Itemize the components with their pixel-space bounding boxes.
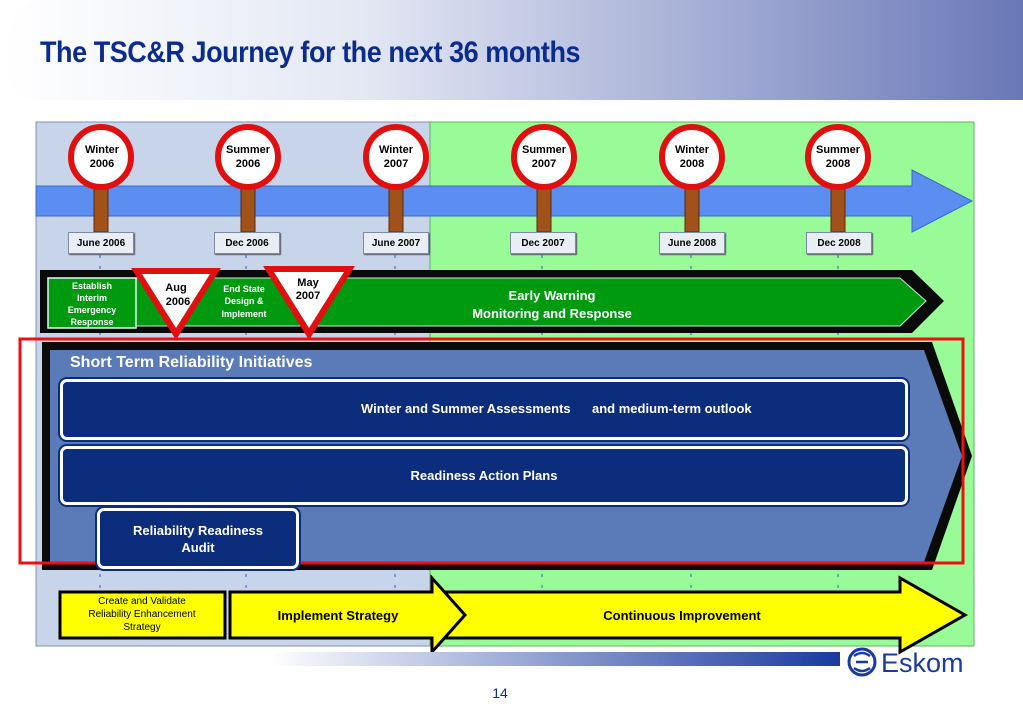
milestone-season: Summer [522,144,567,156]
milestone-winter-2008: Winter 2008 [659,124,725,233]
assessments-label: Winter and Summer Assessments [361,401,571,416]
create-strategy-box [58,590,227,640]
highlight-frame [18,337,965,565]
date-box: Dec 2006 [214,232,280,254]
end-state-line: End State [223,284,265,294]
date-box: June 2008 [659,232,725,254]
establish-line: Emergency [68,305,117,315]
establish-box [47,277,137,329]
end-state-line: Implement [221,309,266,319]
create-line: Strategy [123,622,160,633]
milestone-summer-2007: Summer 2007 [511,124,577,233]
header-band [4,0,1023,100]
milestone-season: Summer [816,144,861,156]
timeline-arrow [35,169,974,233]
page-number: 14 [492,685,508,701]
date-box: June 2006 [68,232,134,254]
audit-line: Reliability Readiness [132,522,264,538]
audit-pill: Reliability Readiness Audit [97,508,299,569]
milestone-season: Winter [675,144,710,156]
milestone-year: 2006 [236,158,260,170]
milestone-summer-2006: Summer 2006 [215,124,281,233]
create-line: Reliability Enhancement [88,609,196,620]
assessments-pill: Winter and Summer Assessments and medium… [60,379,908,440]
end-state-line: Design & [224,296,264,306]
yield-sign-may-2007: May 2007 [263,266,355,340]
audit-line: Audit [181,539,215,555]
establish-line: Establish [72,281,112,291]
eskom-logo: Eskom [847,647,964,678]
milestone-year: 2007 [532,158,556,170]
date-box: Dec 2007 [510,232,576,254]
continuous-improvement-arrow [430,575,969,655]
yield-month: Aug [165,282,186,294]
milestone-season: Winter [85,144,120,156]
outlook-label: and medium-term outlook [592,401,752,416]
continuous-improvement-label: Continuous Improvement [603,608,761,623]
yield-year: 2006 [166,296,190,308]
milestone-season: Summer [226,144,271,156]
timeline-guides [99,255,839,640]
early-warning-subtitle: Monitoring and Response [472,306,632,321]
footer-bar [270,652,840,666]
milestone-winter-2007: Winter 2007 [363,124,429,233]
milestone-year: 2006 [90,158,114,170]
implement-strategy-arrow [228,574,468,656]
readiness-pill: Readiness Action Plans [60,446,908,505]
yield-sign-aug-2006: Aug 2006 [131,268,221,340]
readiness-label: Readiness Action Plans [410,468,558,483]
create-line: Create and Validate [98,596,186,607]
milestone-winter-2006: Winter 2006 [68,124,134,233]
implement-strategy-label: Implement Strategy [278,608,399,623]
yield-month: May [297,277,319,289]
establish-line: Interim [77,293,107,303]
short-term-heading: Short Term Reliability Initiatives [70,354,313,371]
milestone-season: Winter [379,144,414,156]
milestone-year: 2008 [826,158,850,170]
milestone-year: 2008 [680,158,704,170]
date-box: Dec 2008 [806,232,872,254]
page-title: The TSC&R Journey for the next 36 months [40,36,581,69]
yield-year: 2007 [296,290,320,302]
date-box: June 2007 [363,232,429,254]
logo-text: Eskom [881,648,964,678]
early-warning-title: Early Warning [509,288,596,303]
milestone-summer-2008: Summer 2008 [805,124,871,233]
establish-line: Response [70,317,113,327]
milestone-year: 2007 [384,158,408,170]
